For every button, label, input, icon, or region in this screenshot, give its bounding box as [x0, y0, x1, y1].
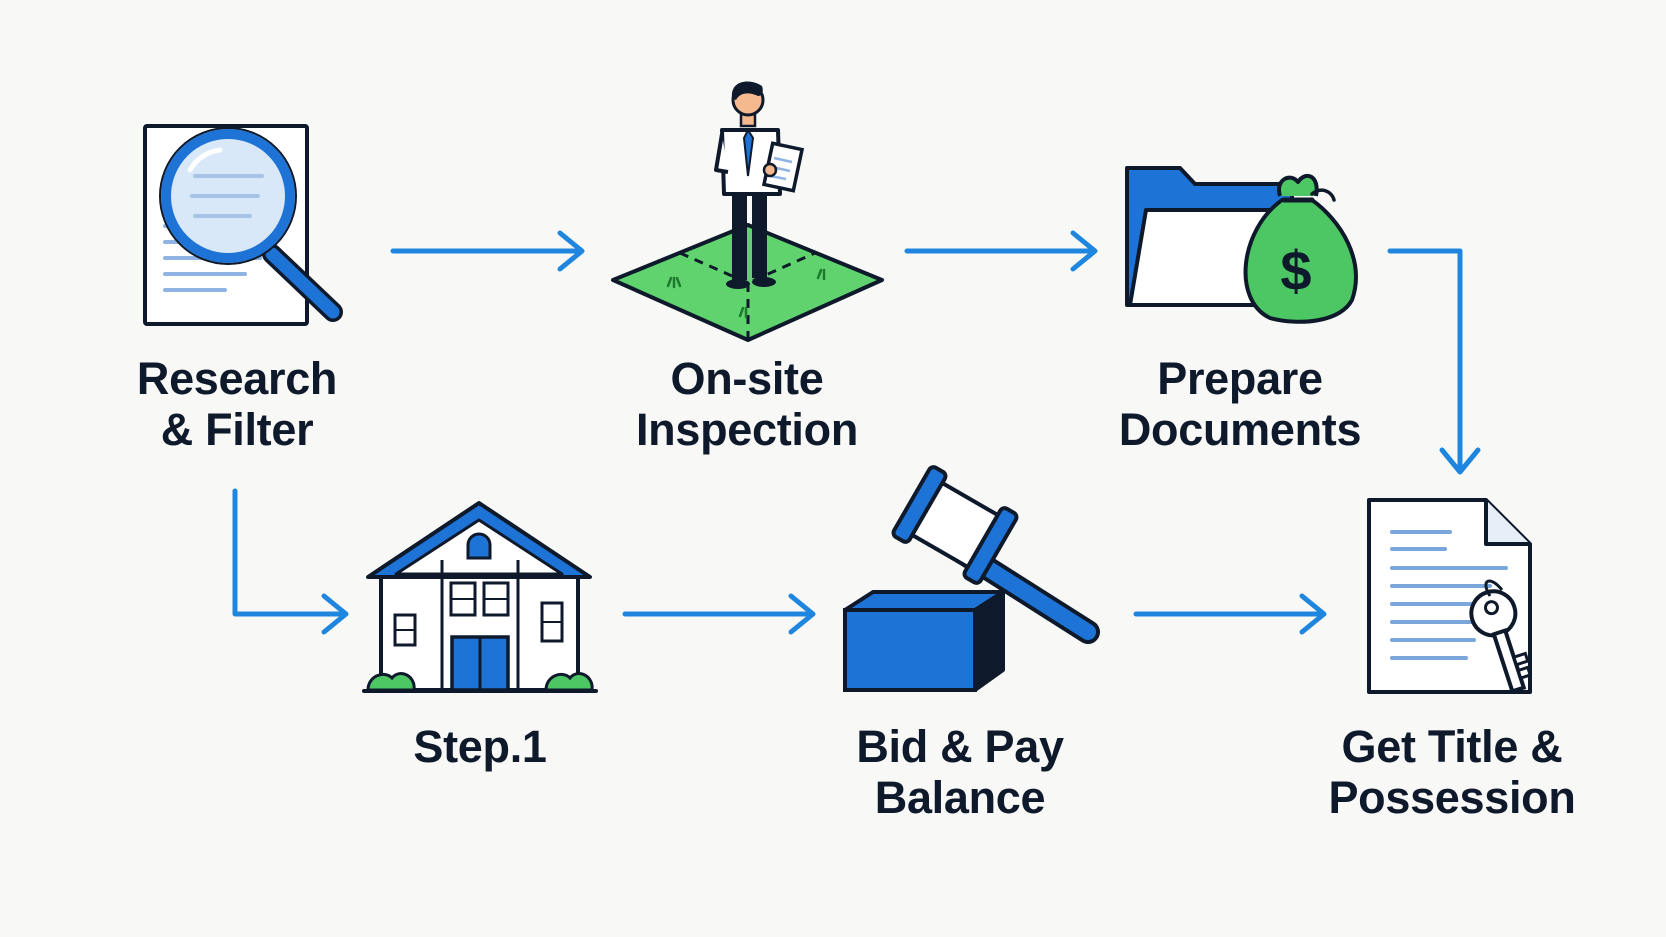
step-label-bid: Bid & Pay Balance: [780, 721, 1140, 823]
inspector-on-land-icon: [611, 81, 884, 342]
step-label-title: Get Title & Possession: [1272, 721, 1632, 823]
step-label-inspection-line1: On-site: [670, 353, 824, 404]
step-label-title-line1: Get Title &: [1341, 721, 1563, 772]
arrow-step1-to-bid: [622, 593, 816, 635]
arrow-research-to-inspection: [390, 230, 585, 272]
step-label-title-line2: Possession: [1328, 772, 1576, 823]
arrow-research-to-step1: [232, 488, 349, 635]
document-key-icon: [1367, 498, 1533, 694]
step-label-research-line1: Research: [136, 353, 338, 404]
step-label-documents-line2: Documents: [1118, 404, 1362, 455]
arrow-bid-to-title: [1133, 593, 1327, 635]
magnifier-document-icon: [143, 124, 343, 326]
step-label-documents: Prepare Documents: [1060, 353, 1420, 455]
house-icon: [362, 501, 598, 693]
folder-money-bag-icon: $: [1125, 166, 1358, 324]
step-label-bid-line2: Balance: [874, 772, 1046, 823]
step-label-documents-line1: Prepare: [1157, 353, 1323, 404]
step-label-bid-line1: Bid & Pay: [856, 721, 1064, 772]
money-symbol: $: [1280, 239, 1311, 302]
step-label-research: Research & Filter: [57, 353, 417, 455]
step-label-step1: Step.1: [300, 721, 660, 772]
step-label-step1-line1: Step.1: [413, 721, 547, 772]
gavel-icon: [843, 465, 1100, 692]
arrow-documents-to-title: [1387, 248, 1481, 475]
step-label-research-line2: & Filter: [160, 404, 314, 455]
step-label-inspection-line2: Inspection: [635, 404, 859, 455]
arrow-inspection-to-documents: [904, 230, 1098, 272]
step-label-inspection: On-site Inspection: [567, 353, 927, 455]
